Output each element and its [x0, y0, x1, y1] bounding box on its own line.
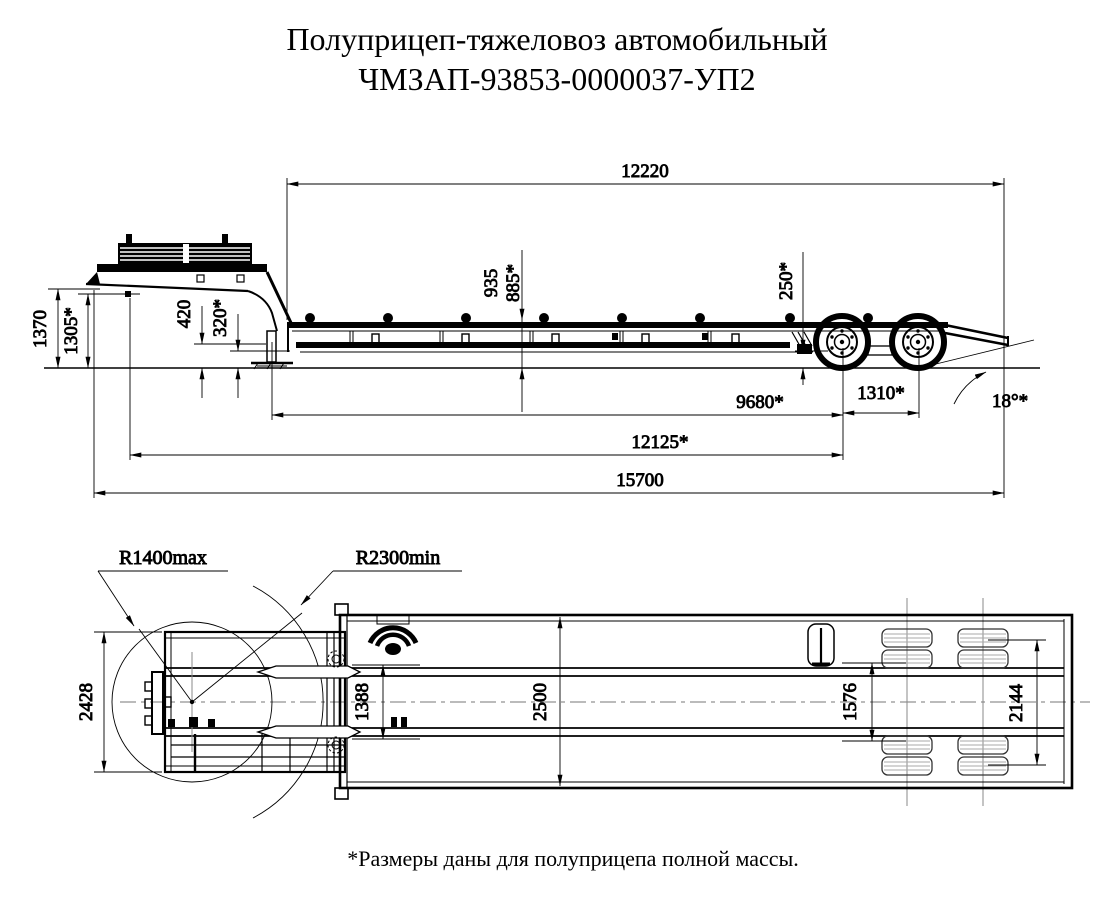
dim-front-swing-radius: R1400max [119, 547, 207, 569]
side-view: 12220 9680* 12125* 15700 1310* [30, 161, 1040, 498]
wheel-chock-box [807, 623, 835, 667]
dimension-overall-tire-width: 2144 [1006, 639, 1040, 766]
dimension-rear-clearance-radius: R2300min [300, 547, 462, 606]
top-view: 2428 1388 2500 1576 2144 [76, 547, 1090, 819]
dimension-gooseneck-clearance: 420 320* [174, 299, 241, 398]
dimension-deck-height: 935 885* [481, 250, 525, 412]
dim-platform-length: 12220 [621, 161, 669, 182]
dimension-frame-to-axle: 9680* [271, 392, 844, 418]
dimension-overall-length: 15700 [93, 470, 1005, 496]
dimension-front-swing-radius: R1400max [97, 547, 228, 627]
dimension-platform-length: 12220 [286, 161, 1005, 187]
gooseneck-side [85, 234, 295, 370]
dim-suspension-track: 1576 [840, 683, 861, 721]
dim-deck-height-laden: 885* [503, 264, 524, 302]
dim-kingpin-to-axle: 12125* [632, 432, 689, 453]
dim-gooseneck-clearance: 420 [174, 300, 195, 329]
side-dimensions: 12220 9680* 12125* 15700 1310* [30, 161, 1035, 498]
dim-rail-spacing: 1388 [352, 683, 373, 721]
dim-frame-to-axle: 9680* [736, 392, 784, 413]
dim-coupling-height-laden: 1305* [61, 307, 82, 355]
bolt-clusters [327, 650, 345, 754]
drawing-title-line2: ЧМЗАП-93853-0000037-УП2 [358, 61, 755, 97]
dimension-front-zone-width: 2428 [76, 631, 107, 773]
wheel-front [813, 313, 871, 371]
dimension-ramp-angle: 18°* [935, 339, 1035, 412]
dim-overall-width: 2500 [530, 683, 551, 721]
dimension-kingpin-to-axle: 12125* [129, 432, 844, 458]
dim-rear-clearance: 250* [776, 262, 797, 300]
deck-side [287, 313, 1009, 356]
stored-ramps-stack [118, 234, 252, 264]
dim-deck-height: 935 [481, 269, 502, 298]
dim-bogie-spacing: 1310* [857, 383, 905, 404]
rear-ramp [944, 323, 1009, 347]
winch-symbol [367, 625, 419, 655]
dim-ramp-angle: 18°* [992, 391, 1028, 412]
dimension-overall-width: 2500 [530, 616, 563, 787]
dimension-rear-clearance: 250* [776, 252, 806, 385]
tires-plan [881, 628, 1009, 776]
platform-plan [334, 603, 1074, 800]
drawing-title: Полуприцеп-тяжеловоз автомобильный ЧМЗАП… [286, 21, 827, 97]
swing-circle-r1400 [111, 621, 273, 783]
footnote: *Размеры даны для полуприцепа полной мас… [347, 846, 799, 871]
tie-down-rings [305, 313, 873, 323]
dim-overall-length: 15700 [616, 470, 664, 491]
dim-gooseneck-clearance-laden: 320* [210, 299, 231, 337]
dimension-bogie-spacing: 1310* [842, 383, 920, 416]
stored-ramps-plan [168, 717, 407, 772]
dim-front-zone-width: 2428 [76, 683, 97, 721]
clearance-arc-r2300 [252, 585, 324, 819]
drawing-title-line1: Полуприцеп-тяжеловоз автомобильный [286, 21, 827, 57]
gooseneck-plan [111, 585, 407, 819]
dim-coupling-height: 1370 [30, 310, 51, 348]
dimension-rail-spacing: 1388 [352, 664, 386, 740]
dim-overall-tire-width: 2144 [1006, 684, 1027, 723]
dimension-coupling-height: 1370 1305* [30, 288, 91, 369]
top-dimensions: 2428 1388 2500 1576 2144 [76, 547, 1046, 787]
dim-rear-clearance-radius: R2300min [356, 547, 440, 569]
dimension-suspension-track: 1576 [840, 662, 875, 742]
wheel-rear [889, 313, 947, 371]
gooseneck-nose [86, 272, 100, 284]
